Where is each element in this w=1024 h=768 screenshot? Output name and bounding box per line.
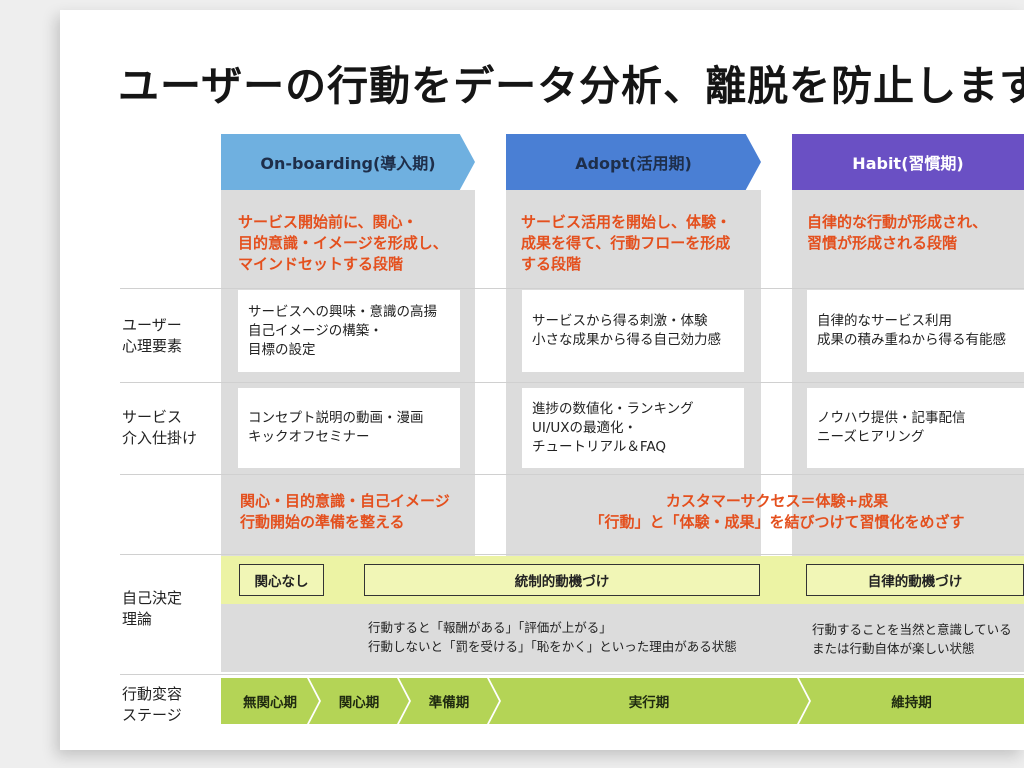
sdt-box-label: 関心なし [254, 574, 309, 590]
stage-action: 実行期 [489, 678, 809, 724]
phase-header-adopt: Adopt(活用期) [506, 134, 761, 190]
sdt-note-autonomous: 行動することを当然と意識している または行動自体が楽しい状態 [812, 620, 1024, 658]
phase-header-label: Habit(習慣期) [852, 154, 964, 173]
card-line: サービスへの興味・意識の高揚 [248, 303, 437, 320]
stage-label: 無関心期 [243, 695, 297, 711]
service-card-onboarding: コンセプト説明の動画・漫画 キックオフセミナー [238, 388, 460, 468]
note-line: 行動すると「報酬がある」「評価が上がる」 [368, 620, 612, 635]
row-label-line: サービス [122, 408, 183, 426]
summary-line: 関心・目的意識・自己イメージ [240, 492, 450, 510]
row-label-line: 行動変容 [122, 685, 183, 703]
desc-line: マインドセットする段階 [238, 255, 404, 273]
card-line: チュートリアル＆FAQ [532, 438, 667, 455]
stage-label: 関心期 [338, 695, 380, 711]
phase-header-onboarding: On-boarding(導入期) [221, 134, 475, 190]
row-label-sdt: 自己決定 理論 [122, 588, 182, 630]
psych-card-habit: 自律的なサービス利用 成果の積み重ねから得る有能感 [807, 290, 1024, 372]
row-label-line: 介入仕掛け [122, 429, 198, 447]
card-line: 進捗の数値化・ランキング [532, 400, 694, 417]
card-line: コンセプト説明の動画・漫画 [248, 410, 424, 426]
phase-description-habit: 自律的な行動が形成され、 習慣が形成される段階 [807, 212, 1024, 254]
summary-customer-success: カスタマーサクセス＝体験+成果 「行動」と「体験・成果」を結びつけて習慣化をめざ… [530, 491, 1024, 533]
card-line: ノウハウ提供・記事配信 [817, 410, 966, 426]
stage-precontemplation: 無関心期 [221, 678, 319, 724]
card-line: サービスから得る刺激・体験 [532, 313, 708, 329]
row-label-stage: 行動変容 ステージ [122, 684, 182, 726]
phase-description-adopt: サービス活用を開始し、体験・ 成果を得て、行動フローを形成 する段階 [521, 212, 761, 275]
sdt-note-controlled: 行動すると「報酬がある」「評価が上がる」 行動しないと「罰を受ける」「恥をかく」… [368, 618, 788, 656]
stage-label: 実行期 [628, 695, 670, 711]
card-line: 自律的なサービス利用 [817, 313, 952, 329]
sdt-box-controlled: 統制的動機づけ [364, 564, 760, 596]
summary-line: 行動開始の準備を整える [240, 513, 405, 531]
stage-preparation: 準備期 [399, 678, 499, 724]
note-line: 行動することを当然と意識している [812, 622, 1012, 637]
desc-line: サービス開始前に、関心・ [238, 213, 418, 231]
card-line: UI/UXの最適化・ [532, 419, 638, 436]
divider [120, 288, 1024, 289]
phase-header-label: Adopt(活用期) [575, 154, 692, 173]
summary-onboarding: 関心・目的意識・自己イメージ 行動開始の準備を整える [240, 491, 472, 533]
habit-column [792, 190, 1024, 580]
stage-maintenance: 維持期 [799, 678, 1024, 724]
service-card-adopt: 進捗の数値化・ランキング UI/UXの最適化・ チュートリアル＆FAQ [522, 388, 744, 468]
row-label-line: 理論 [122, 610, 153, 628]
sdt-note-band [221, 604, 1024, 672]
card-line: ニーズヒアリング [817, 429, 925, 445]
row-label-line: ステージ [122, 706, 182, 724]
sdt-box-label: 統制的動機づけ [514, 574, 610, 590]
phase-header-label: On-boarding(導入期) [260, 154, 436, 173]
stage-label: 維持期 [891, 695, 932, 711]
stage-contemplation: 関心期 [309, 678, 409, 724]
divider [120, 674, 1024, 675]
psych-card-onboarding: サービスへの興味・意識の高揚 自己イメージの構築・ 目標の設定 [238, 290, 460, 372]
phase-description-onboarding: サービス開始前に、関心・ 目的意識・イメージを形成し、 マインドセットする段階 [238, 212, 473, 275]
sdt-box-no-interest: 関心なし [239, 564, 324, 596]
card-line: 成果の積み重ねから得る有能感 [817, 332, 1006, 348]
note-line: または行動自体が楽しい状態 [812, 641, 975, 656]
summary-line: カスタマーサクセス＝体験+成果 [665, 492, 889, 510]
card-line: 自己イメージの構築・ [248, 322, 383, 339]
card-line: キックオフセミナー [248, 429, 370, 445]
onboarding-column [221, 190, 475, 580]
stage-label: 準備期 [428, 695, 470, 711]
row-label-line: 自己決定 [122, 589, 183, 607]
divider [120, 554, 1024, 555]
desc-line: 自律的な行動が形成され、 [807, 213, 988, 231]
divider [120, 474, 1024, 475]
sdt-box-label: 自律的動機づけ [867, 574, 963, 590]
row-label-psych: ユーザー 心理要素 [122, 315, 182, 357]
desc-line: 成果を得て、行動フローを形成 [521, 234, 731, 252]
desc-line: 目的意識・イメージを形成し、 [238, 234, 448, 252]
adopt-column [506, 190, 761, 580]
sdt-box-autonomous: 自律的動機づけ [806, 564, 1024, 596]
row-label-line: 心理要素 [122, 337, 183, 355]
row-label-line: ユーザー [122, 316, 182, 334]
row-label-service: サービス 介入仕掛け [122, 407, 197, 449]
psych-card-adopt: サービスから得る刺激・体験 小さな成果から得る自己効力感 [522, 290, 744, 372]
desc-line: サービス活用を開始し、体験・ [521, 213, 732, 231]
phase-header-habit: Habit(習慣期) [792, 134, 1024, 190]
card-line: 小さな成果から得る自己効力感 [532, 332, 721, 348]
desc-line: する段階 [521, 255, 582, 273]
page-title: ユーザーの行動をデータ分析、離脱を防止します [118, 62, 1024, 110]
divider [120, 382, 1024, 383]
service-card-habit: ノウハウ提供・記事配信 ニーズヒアリング [807, 388, 1024, 468]
desc-line: 習慣が形成される段階 [807, 234, 958, 252]
summary-line: 「行動」と「体験・成果」を結びつけて習慣化をめざす [589, 513, 965, 531]
card-line: 目標の設定 [248, 341, 316, 358]
note-line: 行動しないと「罰を受ける」「恥をかく」といった理由がある状態 [368, 639, 737, 654]
